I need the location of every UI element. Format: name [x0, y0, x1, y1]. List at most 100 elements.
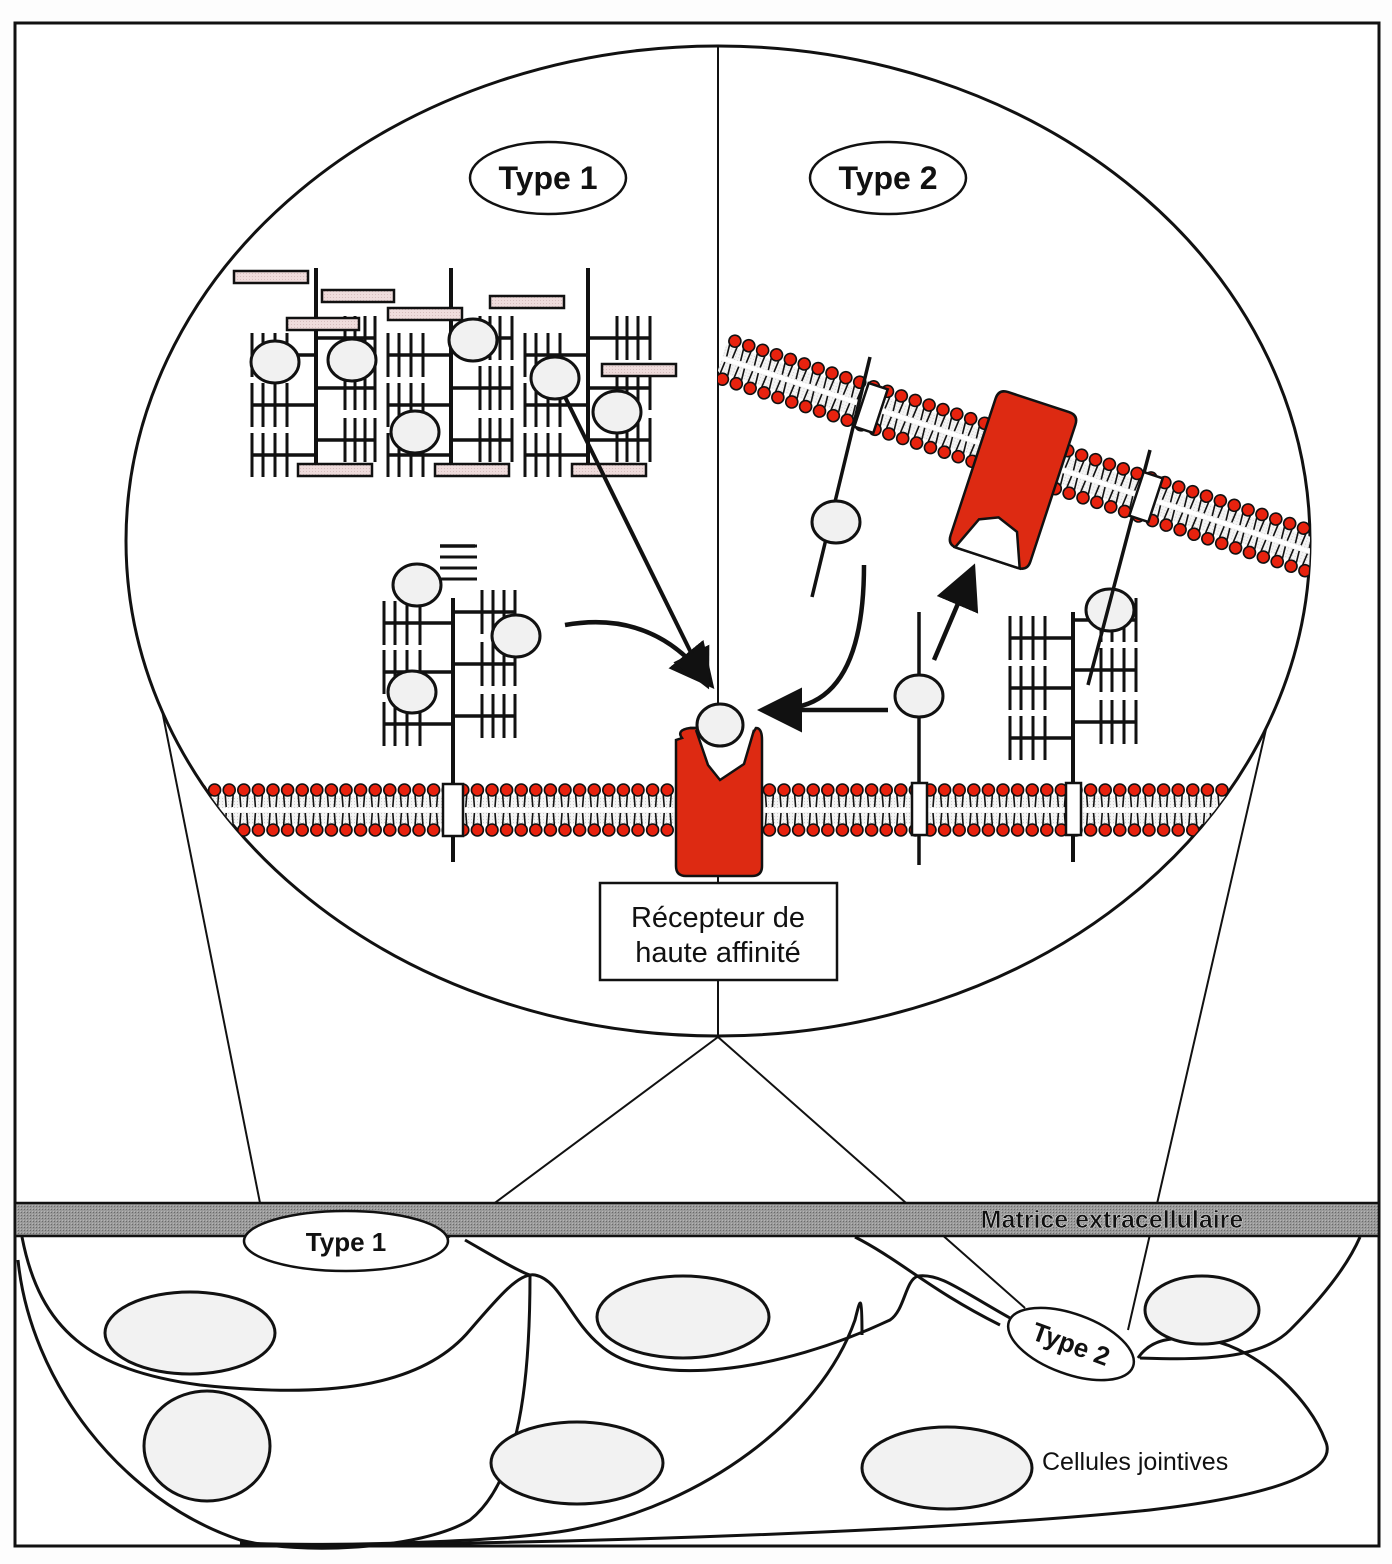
lipid-tail	[1129, 793, 1140, 808]
lipid-head-icon	[771, 390, 785, 405]
lipid-head-icon	[777, 783, 791, 797]
lipid-head-icon	[237, 783, 251, 797]
lipid-tail	[1183, 494, 1196, 510]
nucleus-icon	[1143, 1274, 1261, 1346]
type2-transmembrane-core-right	[1086, 449, 1165, 686]
lipid-tail	[647, 812, 658, 827]
lipid-tail	[1260, 539, 1273, 555]
lipid-tail	[913, 425, 926, 441]
lipid-head-icon	[895, 431, 910, 446]
lipid-tail	[793, 793, 804, 808]
lipid-head-icon	[485, 783, 499, 797]
lipid-head-icon	[660, 823, 675, 837]
lipid-tail	[969, 793, 979, 808]
lipid-head-icon	[893, 823, 908, 837]
lipid-head-icon	[631, 823, 645, 837]
lipid-head-icon	[762, 823, 777, 837]
lipid-head-icon	[951, 449, 965, 464]
lipid-head-icon	[981, 823, 996, 837]
matrix-protein-bar	[296, 462, 374, 478]
lipid-tail	[1266, 521, 1280, 537]
lipid-tail	[753, 352, 766, 368]
lipid-tail	[1086, 462, 1099, 478]
lipid-tail	[370, 793, 380, 808]
membrane-proteoglycan-right	[1008, 587, 1138, 862]
lipid-tail	[560, 812, 570, 827]
lipid-tail	[501, 793, 512, 808]
lipid-head-icon	[728, 334, 742, 348]
lipid-head-icon	[1083, 823, 1098, 837]
lipid-tail	[1085, 793, 1096, 808]
lipid-tail	[896, 793, 906, 808]
lipid-tail	[662, 793, 672, 808]
lipid-head-icon	[791, 823, 806, 837]
lipid-tail	[487, 793, 497, 808]
lipid-tail	[808, 793, 818, 808]
lipid-tail	[618, 812, 629, 827]
lipid-head-icon	[1186, 783, 1200, 797]
lipid-tail	[618, 793, 629, 808]
lipid-head-icon	[908, 393, 923, 408]
lipid-tail	[1204, 521, 1217, 537]
lipid-head-icon	[1010, 783, 1025, 797]
lipid-head-icon	[251, 783, 266, 797]
lipid-tail	[574, 793, 585, 808]
matrix-protein-bar	[570, 462, 648, 478]
lipid-tail	[1128, 475, 1141, 491]
lipid-head-icon	[718, 372, 730, 386]
lipid-head-icon	[1171, 783, 1185, 797]
ligand-icon	[389, 409, 441, 455]
lipid-tail	[920, 407, 933, 423]
lipid-head-icon	[616, 823, 631, 837]
lipid-tail	[472, 793, 483, 808]
lipid-tail	[1169, 489, 1183, 505]
lipid-head-icon	[616, 783, 631, 797]
lipid-head-icon	[825, 366, 839, 380]
lipid-tail	[852, 793, 862, 808]
lipid-head-icon	[996, 783, 1010, 797]
lipid-tail	[1042, 793, 1052, 808]
lipid-tail	[767, 357, 780, 373]
lipid-tail	[1012, 793, 1023, 808]
lipid-head-icon	[1025, 783, 1039, 797]
lipid-tail	[1294, 530, 1307, 546]
lipid-tail	[341, 793, 351, 808]
lipid-tail	[954, 439, 968, 455]
lipid-tail	[224, 793, 234, 808]
cells-label: Cellules jointives	[1042, 1448, 1228, 1476]
lipid-tail	[760, 375, 773, 391]
lipid-head-icon	[572, 783, 587, 797]
lipid-tail	[961, 421, 974, 437]
lipid-tail	[823, 812, 833, 827]
lipid-head-icon	[820, 823, 835, 837]
lipid-tail	[428, 793, 439, 808]
lipid-tail	[934, 411, 947, 427]
lipid-tail	[1190, 516, 1203, 532]
lipid-tail	[589, 812, 599, 827]
lipid-tail	[939, 793, 950, 808]
lipid-tail	[589, 793, 599, 808]
lipid-tail	[802, 389, 815, 405]
lipid-head-icon	[850, 783, 864, 797]
lipid-head-icon	[601, 783, 616, 797]
type2-receptor	[948, 390, 1078, 571]
lipid-head-icon	[309, 783, 324, 797]
lipid-tail	[779, 793, 789, 808]
lipid-tail	[927, 430, 940, 446]
lipid-head-icon	[1171, 823, 1185, 837]
lipid-tail	[954, 793, 964, 808]
matrix-label: Matrice extracellulaire	[981, 1206, 1244, 1234]
lipid-head-icon	[882, 427, 896, 441]
lipid-head-icon	[470, 783, 485, 797]
lipid-head-icon	[587, 823, 602, 837]
lipid-tail	[1202, 793, 1213, 808]
lipid-head-icon	[280, 783, 295, 797]
extracellular-matrix-band: Matrice extracellulaire	[13, 1201, 1381, 1238]
lipid-head-icon	[966, 783, 981, 797]
lipid-tail	[764, 812, 775, 827]
lipid-head-icon	[937, 823, 952, 837]
receptor-label-box: Récepteur de haute affinité	[598, 876, 839, 982]
lipid-tail	[823, 375, 836, 391]
lipid-tail	[1173, 812, 1183, 827]
matrix-protein-bar	[488, 294, 566, 310]
